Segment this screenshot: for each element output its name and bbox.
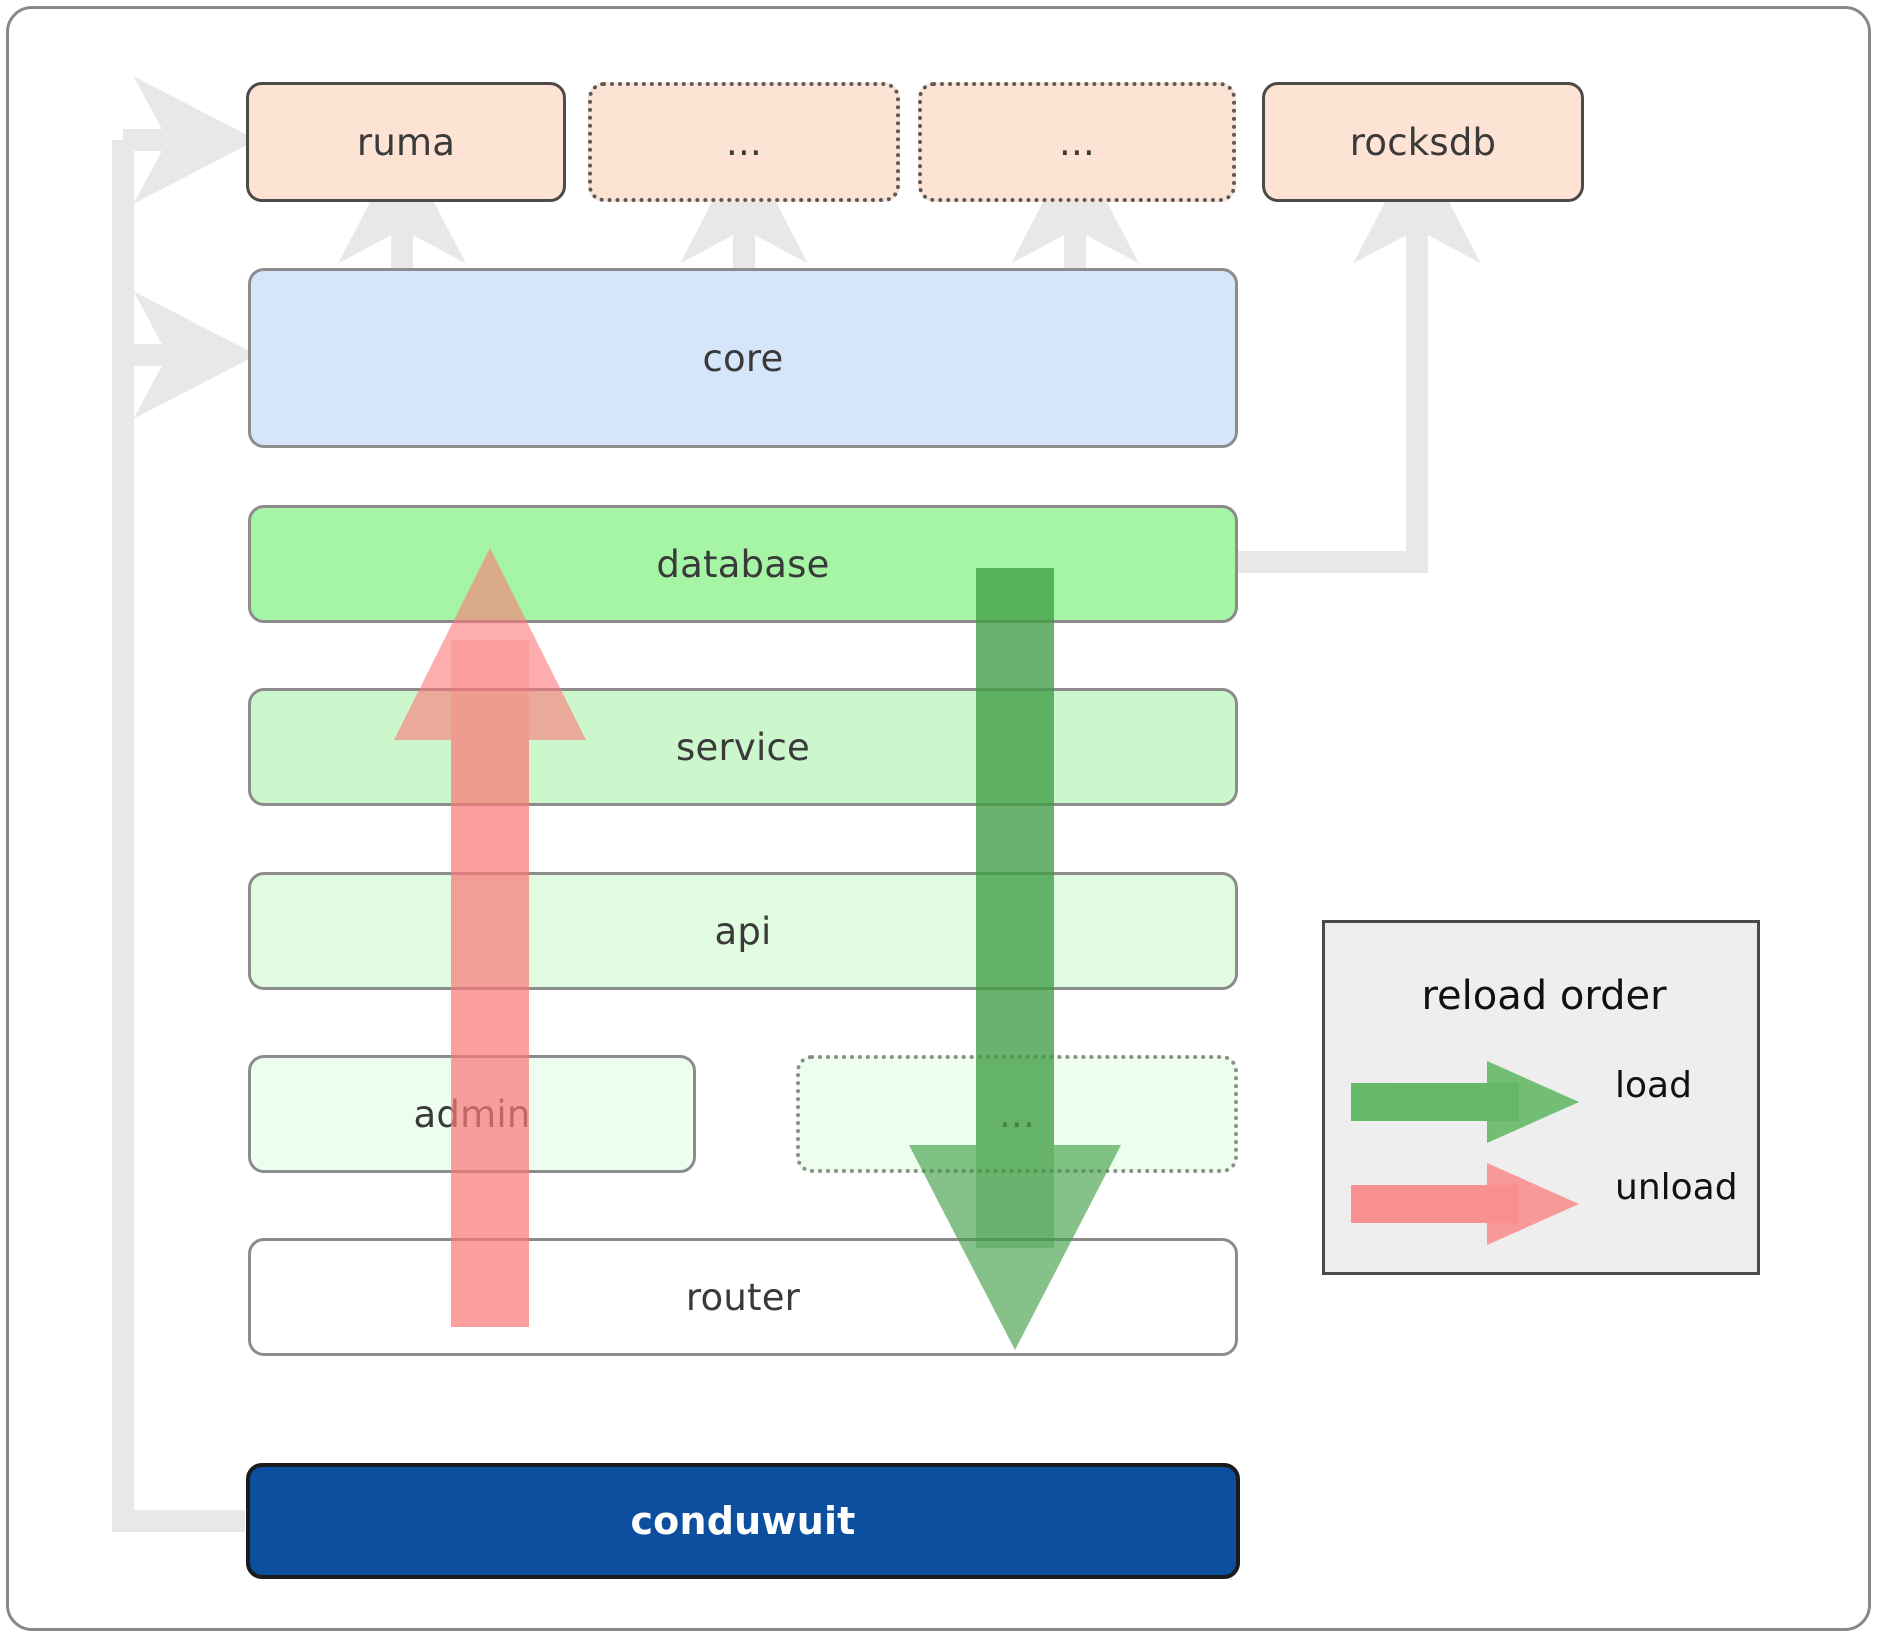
layer-label-api: api — [714, 909, 772, 953]
layer-box-database[interactable]: database — [248, 505, 1238, 623]
load-arrow-icon — [1351, 1061, 1579, 1143]
dependency-label-dots-1: ... — [726, 120, 762, 164]
legend-label-load: load — [1615, 1065, 1692, 1106]
dependency-box-rocksdb[interactable]: rocksdb — [1262, 82, 1584, 202]
dependency-box-dots-2[interactable]: ... — [918, 82, 1236, 202]
layer-label-admin: admin — [413, 1092, 531, 1136]
layer-box-core[interactable]: core — [248, 268, 1238, 448]
dependency-box-dots-1[interactable]: ... — [588, 82, 900, 202]
layer-label-router: router — [685, 1275, 801, 1319]
application-label-conduwuit: conduwuit — [630, 1499, 856, 1543]
dependency-label-dots-2: ... — [1059, 120, 1095, 164]
layer-label-core: core — [702, 336, 784, 380]
layer-box-admin[interactable]: admin — [248, 1055, 696, 1173]
legend-arrow-icons — [1351, 1061, 1579, 1245]
layer-box-router[interactable]: router — [248, 1238, 1238, 1356]
layer-box-api[interactable]: api — [248, 872, 1238, 990]
dependency-label-rocksdb: rocksdb — [1349, 120, 1497, 164]
layer-box-dots-3[interactable]: ... — [796, 1055, 1238, 1173]
application-box-conduwuit[interactable]: conduwuit — [246, 1463, 1240, 1579]
legend-panel: reload order load unload — [1322, 920, 1760, 1275]
layer-box-service[interactable]: service — [248, 688, 1238, 806]
dependency-label-ruma: ruma — [356, 120, 456, 164]
dependency-box-ruma[interactable]: ruma — [246, 82, 566, 202]
diagram-frame — [6, 6, 1871, 1631]
legend-title: reload order — [1421, 973, 1667, 1019]
layer-label-database: database — [656, 542, 830, 586]
layer-label-dots-3: ... — [999, 1092, 1035, 1136]
layer-label-service: service — [676, 725, 810, 769]
unload-arrow-icon — [1351, 1163, 1579, 1245]
legend-label-unload: unload — [1615, 1167, 1738, 1208]
